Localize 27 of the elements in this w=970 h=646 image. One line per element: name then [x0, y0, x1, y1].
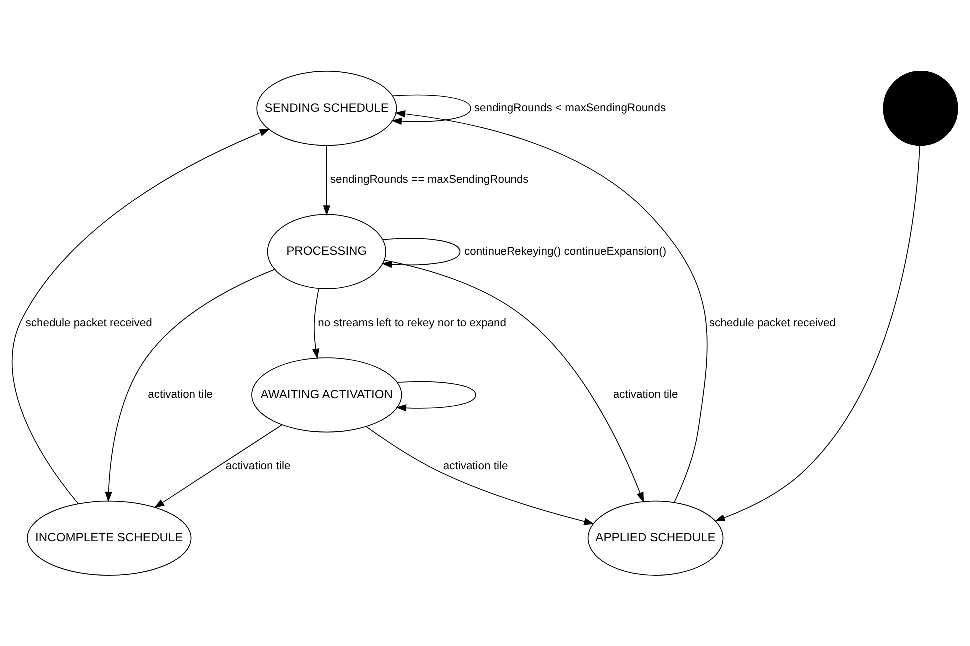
arrow: [395, 110, 708, 503]
edge-label: sendingRounds == maxSendingRounds: [330, 174, 529, 186]
edge-label: schedule packet received: [709, 316, 836, 329]
edge-label: no streams left to rekey nor to expand: [318, 316, 507, 329]
arrow: [323, 144, 331, 216]
edge-label: activation tile: [148, 388, 214, 401]
edge-label: activation tile: [443, 460, 508, 472]
arrow: [105, 268, 276, 502]
arrow: [714, 144, 920, 522]
arrow: [384, 260, 644, 502]
node-circle: [883, 70, 958, 146]
arrow: [154, 424, 283, 508]
edge-label: activation tile: [226, 460, 291, 472]
arrow: [366, 426, 595, 525]
edge-label: schedule packet received: [26, 316, 152, 329]
arrow: [396, 380, 476, 412]
node-ellipse: APPLIED SCHEDULE: [588, 500, 724, 576]
edge-label: activation tile: [613, 388, 678, 401]
node-ellipse: AWAITING ACTIVATION: [252, 357, 402, 432]
node-ellipse: PROCESSING: [267, 214, 386, 289]
edge-label: sendingRounds < maxSendingRounds: [474, 102, 666, 114]
arrow: [392, 94, 472, 125]
arrow: [382, 238, 461, 268]
arrow: [312, 288, 320, 359]
edge-label: continueRekeying() continueExpansion(): [464, 245, 667, 258]
arrow: [12, 128, 270, 504]
node-ellipse: SENDING SCHEDULE: [256, 70, 398, 146]
